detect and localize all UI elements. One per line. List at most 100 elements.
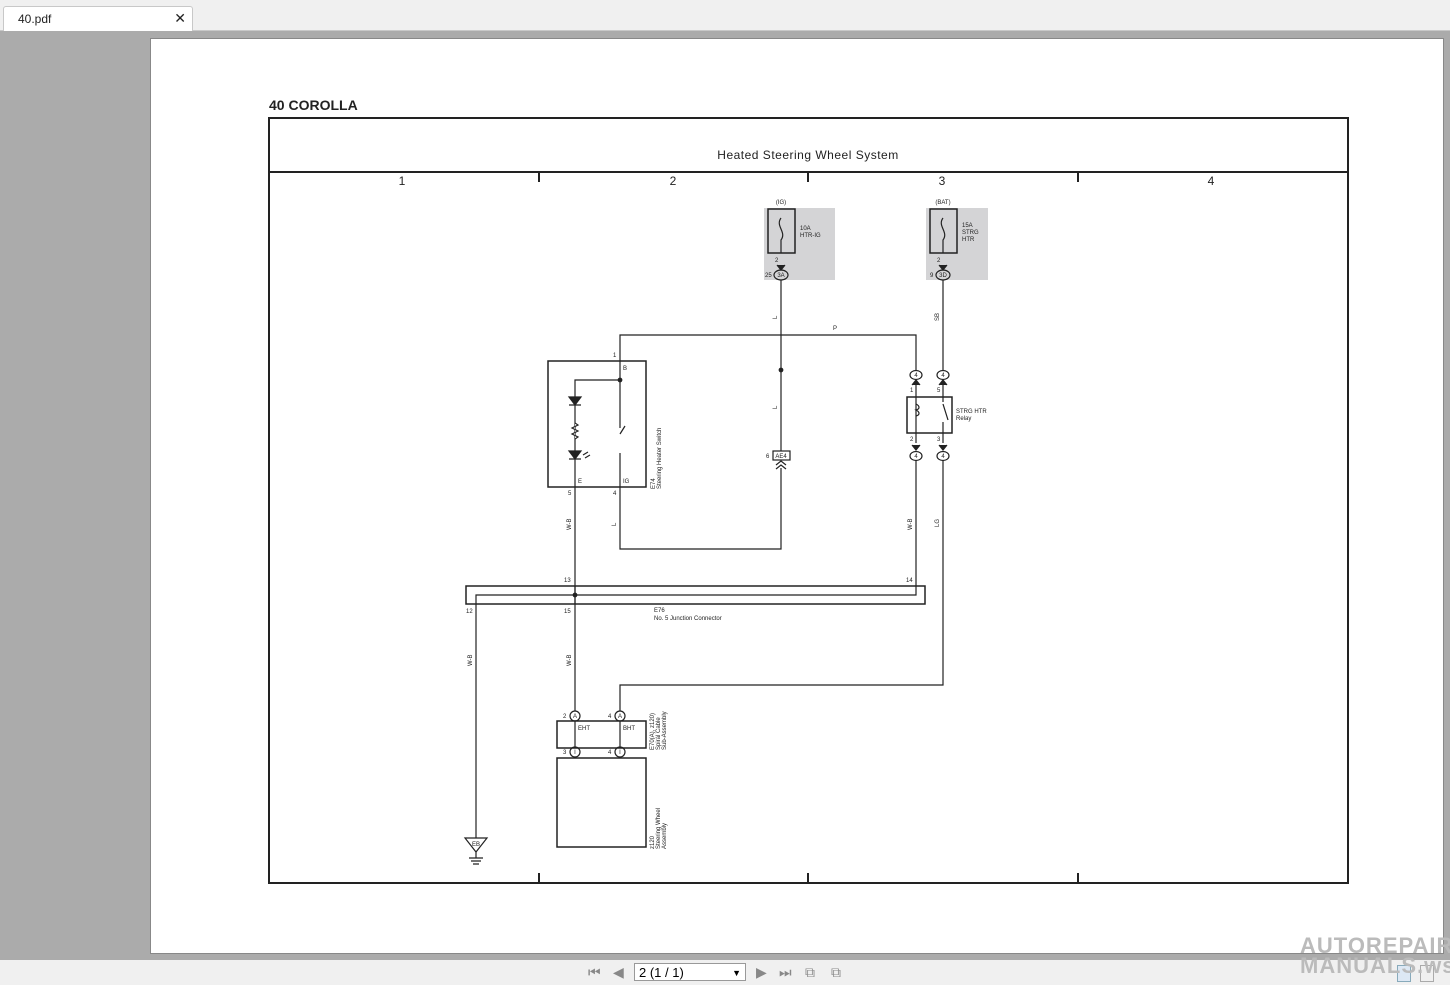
page-heading: 40 COROLLA (269, 97, 358, 113)
system-title: Heated Steering Wheel System (717, 148, 898, 162)
svg-text:3D: 3D (939, 273, 947, 279)
column-number: 2 (670, 174, 677, 188)
single-page-icon[interactable] (1397, 965, 1411, 982)
svg-text:L: L (612, 522, 618, 526)
svg-text:L: L (773, 315, 779, 319)
svg-text:IG: IG (623, 479, 630, 485)
close-icon[interactable]: ✕ (174, 10, 186, 26)
svg-text:4: 4 (608, 714, 612, 720)
svg-text:4: 4 (914, 373, 918, 379)
svg-text:B: B (623, 366, 627, 372)
fuse-icon (778, 217, 784, 253)
ground-eb: EB (463, 837, 489, 865)
svg-text:W-B: W-B (567, 654, 573, 666)
svg-text:6: 6 (766, 454, 770, 460)
svg-text:Relay: Relay (956, 416, 971, 422)
column-number: 3 (939, 174, 946, 188)
wires (475, 280, 944, 838)
page-select[interactable]: 2 (1 / 1) ▼ (634, 963, 746, 981)
diode-icon (567, 396, 583, 406)
wiring-diagram: 40 COROLLA Heated Steering Wheel System … (268, 97, 1349, 884)
svg-text:E: E (578, 479, 582, 485)
svg-text:4: 4 (613, 491, 617, 497)
svg-text:HTR: HTR (962, 237, 975, 243)
last-page-icon[interactable]: ⏭ (779, 964, 792, 980)
steering-wheel-assembly: z120 Steering Wheel Assembly (556, 757, 668, 849)
tab-bar: 40.pdf ✕ (0, 0, 1450, 31)
tab-title: 40.pdf (18, 12, 52, 26)
svg-text:14: 14 (906, 578, 913, 584)
svg-text:4: 4 (941, 454, 945, 460)
continuous-icon[interactable] (1420, 965, 1434, 982)
svg-text:2: 2 (563, 714, 567, 720)
prev-page-icon[interactable]: ◀ (613, 964, 624, 980)
svg-text:E74: E74 (651, 478, 657, 489)
svg-text:13: 13 (564, 578, 571, 584)
svg-text:LG: LG (935, 519, 941, 527)
svg-text:5: 5 (937, 388, 941, 394)
svg-text:2: 2 (910, 437, 914, 443)
relay-switch-icon (942, 403, 949, 421)
svg-text:15: 15 (564, 609, 571, 615)
switch-contact-icon (619, 425, 626, 435)
svg-text:SB: SB (935, 313, 941, 321)
next-page-icon[interactable]: ▶ (756, 964, 767, 980)
fuse-htr-ig: (IG) 10A HTR-IG 2 3A 25 (764, 200, 835, 281)
first-page-icon[interactable]: ⏮ (588, 964, 601, 980)
svg-text:2: 2 (937, 258, 941, 264)
prev-view-icon[interactable]: ⧉ (805, 964, 815, 980)
svg-text:15A: 15A (962, 223, 973, 229)
column-number: 1 (399, 174, 406, 188)
svg-text:4: 4 (914, 454, 918, 460)
wire-labels: L L P SB L W-B W-B LG W-B W-B (468, 313, 941, 666)
svg-text:3A: 3A (777, 273, 784, 279)
svg-text:Spiral Cable: Spiral Cable (656, 717, 662, 750)
led-icon (567, 450, 583, 460)
svg-text:P: P (833, 326, 837, 332)
pdf-page (150, 38, 1444, 954)
svg-text:(IG): (IG) (776, 200, 786, 206)
svg-text:12: 12 (466, 609, 473, 615)
next-view-icon[interactable]: ⧉ (831, 964, 841, 980)
svg-text:z120: z120 (650, 835, 656, 849)
svg-text:(BAT): (BAT) (935, 200, 950, 206)
svg-text:Steering Wheel: Steering Wheel (656, 808, 662, 849)
svg-text:Sub-Assembly: Sub-Assembly (662, 711, 668, 750)
page-select-value: 2 (1 / 1) (639, 965, 684, 980)
svg-text:HTR-IG: HTR-IG (800, 233, 821, 239)
fuse-strg-htr: (BAT) 15A STRG HTR 2 3D 9 (926, 200, 988, 281)
column-numbers: 1 2 3 4 (399, 174, 1215, 188)
svg-text:No. 5 Junction Connector: No. 5 Junction Connector (654, 616, 722, 622)
pdf-toolbar: ⏮ ◀ 2 (1 / 1) ▼ ▶ ⏭ ⧉ ⧉ (0, 960, 1450, 985)
junction-connector-e76: 13 14 12 15 E76 No. 5 Junction Connector (465, 578, 926, 622)
resistor-icon (570, 422, 580, 440)
dropdown-arrow-icon: ▼ (732, 968, 741, 978)
svg-text:E76: E76 (654, 608, 665, 614)
svg-text:E70(A), z120): E70(A), z120) (650, 713, 656, 750)
svg-text:4: 4 (941, 373, 945, 379)
fuse-icon (940, 217, 946, 253)
strg-htr-relay: 4 4 1 5 2 3 4 4 STRG HTR Relay (906, 369, 987, 462)
connector-ae4: AE4 6 (766, 450, 791, 470)
document-tab[interactable]: 40.pdf ✕ (3, 6, 193, 31)
svg-text:EHT: EHT (578, 726, 590, 732)
svg-text:AE4: AE4 (775, 454, 787, 460)
svg-text:I: I (619, 750, 621, 756)
ground-icon (469, 852, 483, 865)
svg-text:I: I (574, 750, 576, 756)
svg-text:W-B: W-B (567, 518, 573, 530)
svg-text:1: 1 (613, 353, 617, 359)
svg-text:EB: EB (472, 842, 480, 848)
svg-text:A: A (573, 714, 577, 720)
svg-text:3: 3 (563, 750, 567, 756)
svg-text:STRG: STRG (962, 230, 979, 236)
svg-text:A: A (618, 714, 622, 720)
svg-text:Assembly: Assembly (662, 823, 668, 849)
svg-text:W-B: W-B (908, 518, 914, 530)
column-number: 4 (1208, 174, 1215, 188)
svg-text:W-B: W-B (468, 654, 474, 666)
column-ticks (538, 172, 1079, 883)
svg-text:9: 9 (930, 273, 934, 279)
svg-text:2: 2 (775, 258, 779, 264)
